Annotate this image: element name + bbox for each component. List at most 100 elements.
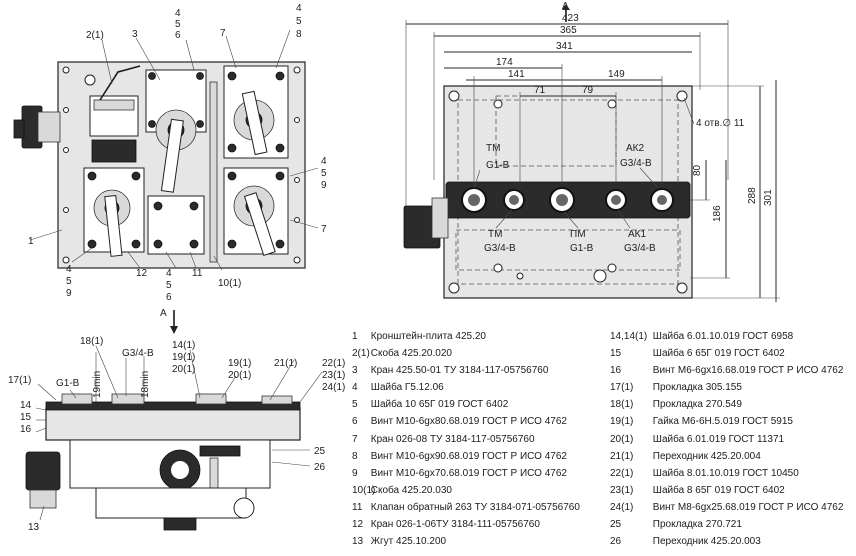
legend-row: 15 Шайба 6 65Г 019 ГОСТ 6402 — [610, 348, 785, 360]
dim-149: 149 — [608, 69, 625, 80]
label-4: 4 — [175, 8, 181, 19]
parts-legend: 1 Кронштейн-плита 425.20 2(1) Скоба 425.… — [352, 328, 856, 554]
dim-80: 80 — [692, 164, 703, 176]
dim-71: 71 — [534, 85, 546, 96]
label-16: 16 — [20, 424, 32, 435]
dim-301: 301 — [763, 189, 774, 206]
legend-row: 7 Кран 026-08 ТУ 3184-117-05756760 — [352, 433, 535, 445]
label-15: 15 — [20, 412, 32, 423]
legend-row: 21(1) Переходник 425.20.004 — [610, 450, 761, 462]
legend-col-2: 14,14(1) Шайба 6.01.10.019 ГОСТ 6958 15 … — [610, 328, 843, 550]
label-7: 7 — [220, 28, 226, 39]
dim-288: 288 — [747, 187, 758, 204]
label-2-1: 2(1) — [86, 30, 104, 41]
dim-186: 186 — [712, 205, 723, 222]
valve-7-upper — [223, 65, 289, 159]
label-6: 6 — [175, 30, 181, 41]
legend-row: 26 Переходник 425.20.003 — [610, 536, 761, 548]
legend-row: 11 Клапан обратный 263 ТУ 3184-071-05756… — [352, 501, 580, 513]
label-13: 13 — [28, 522, 40, 533]
legend-row: 5 Шайба 10 65Г 019 ГОСТ 6402 — [352, 399, 509, 411]
label-9b: 9 — [66, 288, 72, 299]
label-7b: 7 — [321, 224, 327, 235]
legend-row: 6 Винт М10-6gx80.68.019 ГОСТ Р ИСО 4762 — [352, 416, 567, 428]
legend-row: 3 Кран 425.50-01 ТУ 3184-117-05756760 — [352, 365, 549, 377]
side-view: А 19min 18min — [8, 308, 345, 533]
dim-19min: 19min — [92, 371, 103, 398]
dim-423: 423 — [562, 13, 579, 24]
label-12: 12 — [136, 268, 148, 279]
dim-341: 341 — [556, 41, 573, 52]
label-9: 9 — [321, 180, 327, 191]
label-19-1a: 19(1) — [172, 352, 195, 363]
legend-row: 18(1) Прокладка 270.549 — [610, 399, 742, 411]
port-ak2-thread: G3/4-B — [620, 158, 652, 169]
label-4d: 4 — [66, 264, 72, 275]
legend-row: 10(1) Скоба 425.20.030 — [352, 484, 452, 496]
label-g34b: G3/4-B — [122, 348, 154, 359]
legend-row: 8 Винт М10-6gx90.68.019 ГОСТ Р ИСО 4762 — [352, 450, 567, 462]
port-tm-lower-name: ТМ — [488, 229, 502, 240]
label-10-1: 10(1) — [218, 278, 241, 289]
label-14-1: 14(1) — [172, 340, 195, 351]
label-19-1b: 19(1) — [228, 358, 251, 369]
port-pm-name: ПМ — [570, 229, 586, 240]
dim-79: 79 — [582, 85, 594, 96]
label-20-1a: 20(1) — [172, 364, 195, 375]
legend-row: 23(1) Шайба 8 65Г 019 ГОСТ 6402 — [610, 484, 785, 496]
check-valve-11 — [147, 195, 205, 255]
label-5d: 5 — [66, 276, 72, 287]
label-17-1: 17(1) — [8, 375, 31, 386]
label-5c: 5 — [321, 168, 327, 179]
label-3: 3 — [132, 29, 138, 40]
label-21-1: 21(1) — [274, 358, 297, 369]
legend-row: 1 Кронштейн-плита 425.20 — [352, 331, 486, 342]
legend-row: 24(1) Винт М8-6gx25.68.019 ГОСТ Р ИСО 47… — [610, 501, 844, 513]
legend-row: 16 Винт М6-6gx16.68.019 ГОСТ Р ИСО 4762 — [610, 365, 844, 377]
port-ak1-name: АК1 — [628, 229, 646, 240]
label-18-1: 18(1) — [80, 336, 103, 347]
label-5: 5 — [175, 19, 181, 30]
label-4c: 4 — [321, 156, 327, 167]
legend-row: 14,14(1) Шайба 6.01.10.019 ГОСТ 6958 — [610, 331, 794, 342]
port-tm-upper-thread: G1-B — [486, 160, 510, 171]
side-plate — [45, 407, 301, 441]
hole-note: 4 отв.∅ 11 — [696, 118, 745, 129]
dim-141: 141 — [508, 69, 525, 80]
port-tm-lower-thread: G3/4-B — [484, 243, 516, 254]
label-25: 25 — [314, 446, 326, 457]
legend-row: 19(1) Гайка М6-6Н.5.019 ГОСТ 5915 — [610, 416, 793, 428]
side-view-letter: А — [160, 308, 167, 319]
port-circles — [461, 187, 674, 213]
legend-row: 25 Прокладка 270.721 — [610, 519, 742, 531]
label-22-1: 22(1) — [322, 358, 345, 369]
label-24-1: 24(1) — [322, 382, 345, 393]
cable-connector — [13, 74, 96, 149]
legend-row: 9 Винт М10-6gx70.68.019 ГОСТ Р ИСО 4762 — [352, 467, 567, 479]
legend-row: 17(1) Прокладка 305.155 — [610, 382, 742, 394]
label-5b: 5 — [296, 16, 302, 27]
valve-7-lower — [223, 167, 289, 257]
dim-18min: 18min — [140, 371, 151, 398]
valve-3 — [145, 69, 207, 193]
label-g1b: G1-B — [56, 378, 80, 389]
view-a-letter: А — [562, 1, 569, 12]
bracket-2-1 — [99, 65, 141, 101]
legend-row: 12 Кран 026-1-06ТУ 3184-111-05756760 — [352, 519, 540, 531]
view-a: А — [403, 1, 780, 302]
port-tm-upper-name: ТМ — [486, 143, 500, 154]
legend-col-1: 1 Кронштейн-плита 425.20 2(1) Скоба 425.… — [352, 328, 580, 550]
legend-row: 20(1) Шайба 6.01.019 ГОСТ 11371 — [610, 433, 785, 445]
dim-174: 174 — [496, 57, 513, 68]
label-6b: 6 — [166, 292, 172, 303]
label-26: 26 — [314, 462, 326, 473]
port-ak2-name: АК2 — [626, 143, 644, 154]
label-23-1: 23(1) — [322, 370, 345, 381]
valve-12 — [83, 167, 145, 257]
label-5e: 5 — [166, 280, 172, 291]
label-11: 11 — [192, 268, 203, 279]
dim-365: 365 — [560, 25, 577, 36]
label-14: 14 — [20, 400, 32, 411]
front-view: 2(1) 3 4 5 6 7 4 5 8 1 4 5 9 7 4 5 9 12 … — [13, 3, 327, 303]
